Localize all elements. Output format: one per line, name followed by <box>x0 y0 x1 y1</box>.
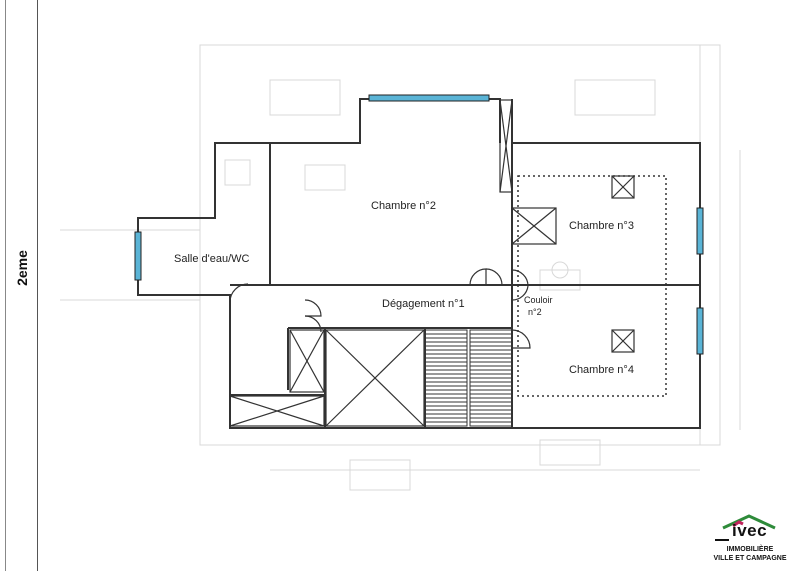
room-label-salle-eau: Salle d'eau/WC <box>174 253 250 265</box>
window-right-upper <box>696 207 704 255</box>
logo-brand: ivec <box>732 521 768 540</box>
window-top <box>368 94 490 102</box>
cupboards <box>229 99 635 427</box>
room-label-couloir: Couloir <box>524 295 553 305</box>
room-label-chambre2: Chambre n°2 <box>371 200 436 212</box>
logo-line1: IMMOBILIÈRE <box>726 546 774 553</box>
ghost-plan <box>60 44 741 491</box>
windows <box>134 94 704 355</box>
room-label-chambre4: Chambre n°4 <box>569 364 634 376</box>
window-left <box>134 231 142 281</box>
window-right-lower <box>696 307 704 355</box>
sidebar <box>5 0 38 571</box>
room-label-chambre3: Chambre n°3 <box>569 220 634 232</box>
staircase <box>424 329 513 427</box>
room-label-couloir-num: n°2 <box>528 307 542 317</box>
doors <box>229 268 531 349</box>
room-label-degagement: Dégagement n°1 <box>382 298 465 310</box>
mezzanine-outline <box>517 175 667 397</box>
ivec-logo <box>715 514 776 541</box>
logo-line2: VILLE ET CAMPAGNE <box>713 555 787 562</box>
